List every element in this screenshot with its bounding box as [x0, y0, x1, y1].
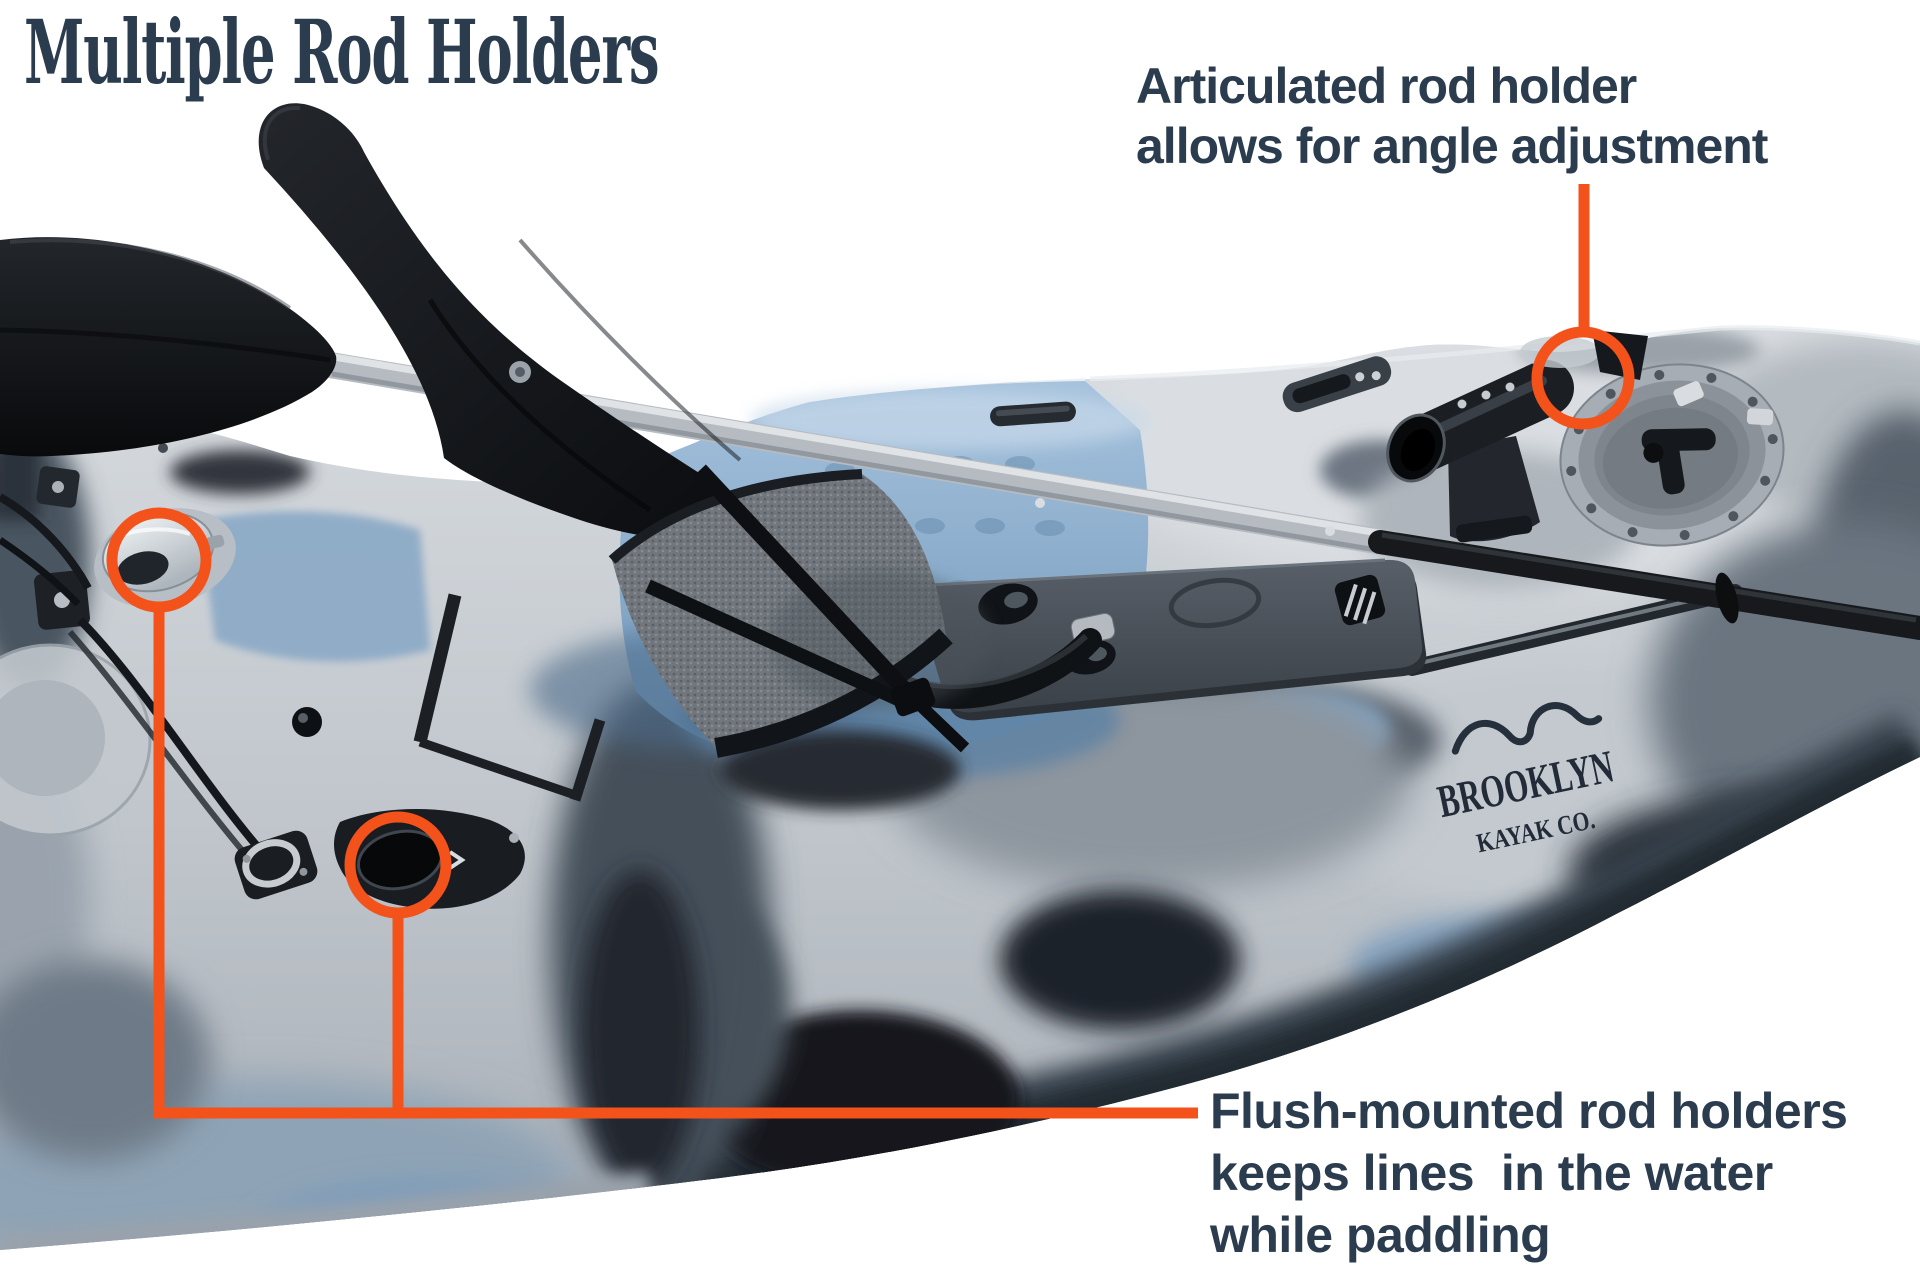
- seat: [258, 103, 990, 810]
- arrow-mark: [448, 850, 466, 870]
- d-ring: [234, 830, 318, 900]
- paddle-blade: [0, 237, 337, 457]
- seat-back: [258, 103, 760, 542]
- paddle-park-groove: [1404, 584, 1743, 676]
- drip-ring: [1715, 572, 1739, 624]
- hatch-hinge-tab: [1673, 381, 1704, 407]
- callout-flush-mounted: Flush-mounted rod holders keeps lines in…: [1210, 1080, 1848, 1266]
- callout-articulated-line-1: Articulated rod holder: [1136, 58, 1637, 114]
- gear-track-rail: [1282, 356, 1392, 413]
- callout-articulated: Articulated rod holder allows for angle …: [1136, 56, 1768, 176]
- articulated-circle: [1531, 326, 1635, 430]
- callout-flush-line-1: Flush-mounted rod holders: [1210, 1083, 1848, 1139]
- left-deck-fittings: [0, 443, 322, 900]
- lid-latch: [1334, 574, 1386, 626]
- seat-strap-2: [645, 579, 903, 707]
- deck-fitting-small: [36, 466, 80, 508]
- deck-knob: [292, 707, 322, 737]
- callout-flush-line-2: keeps lines in the water: [1210, 1145, 1773, 1201]
- wave-icon: [1451, 702, 1603, 755]
- paddle-shaft-black: [1368, 530, 1920, 640]
- callout-graphics: [106, 184, 1635, 1119]
- bungee-cord-2: [0, 537, 81, 607]
- seat-strap: [694, 464, 911, 696]
- cockpit-floor-blue: [200, 511, 430, 662]
- hatch-handle: [1641, 428, 1716, 495]
- flush-pointer-path: [153, 607, 1198, 1119]
- articulated-rod-holder: [1386, 330, 1648, 543]
- flush-rod-holder-2: [334, 808, 525, 909]
- page-title: Multiple Rod Holders: [24, 0, 660, 104]
- round-hatch: [1559, 363, 1785, 547]
- callout-flush-line-3: while paddling: [1210, 1207, 1551, 1263]
- molded-slot: [990, 401, 1076, 427]
- bungee-anchor: [34, 570, 90, 630]
- callout-articulated-line-2: allows for angle adjustment: [1136, 118, 1768, 174]
- bungee-cord: [0, 493, 92, 590]
- bungee-cord-3: [77, 617, 266, 855]
- hatch-hinge-tab-2: [1746, 408, 1774, 426]
